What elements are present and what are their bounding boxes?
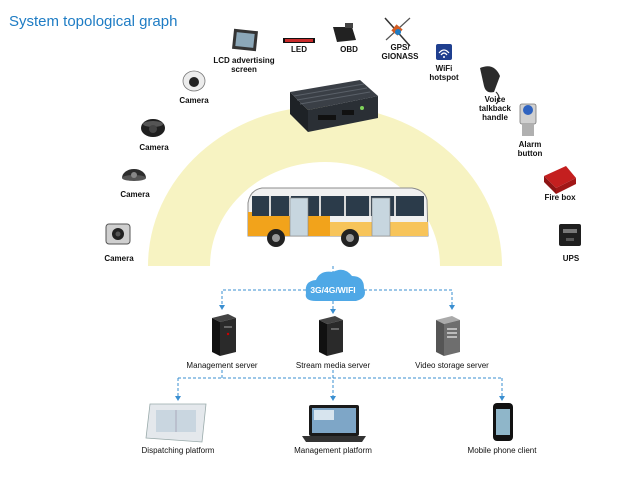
management-platform-icon [302,405,366,442]
client-lines [177,370,503,396]
alarm-button-icon [519,103,537,136]
ups-label: UPS [562,254,580,263]
bus-illustration [247,187,429,247]
page-title: System topological graph [9,13,178,30]
mobile-phone-icon [493,403,513,441]
dispatching-label: Dispatching platform [141,446,215,455]
dome-camera-icon [141,119,165,137]
ups-icon [559,224,581,246]
video-storage-server-icon [436,316,460,356]
stream-media-server-icon [319,316,343,356]
alarm-label: Alarm button [517,140,543,158]
lcd-screen-icon [232,28,258,52]
dome-camera-icon [122,169,146,181]
arrowheads [219,305,455,314]
management-server-icon [212,314,236,356]
lcd-label: LCD advertising screen [213,56,275,74]
arc-band [148,106,502,266]
dome-camera-icon [182,70,206,92]
management-platform-label: Management platform [294,446,372,455]
camera-label: Camera [120,190,150,199]
network-lines [221,266,453,310]
gps-label: GPS/ GIONASS [381,43,419,61]
voice-label: Voice talkback handle [478,95,512,122]
led-label: LED [291,45,307,54]
stream-server-label: Stream media server [295,361,371,370]
dispatching-platform-icon [145,403,207,443]
fire-box-icon [544,166,576,194]
talkback-handle-icon [480,66,500,105]
camera-label: Camera [104,254,134,263]
wifi-label: WiFi hotspot [429,64,459,82]
mobile-client-label: Mobile phone client [467,446,537,455]
management-server-label: Management server [186,361,258,370]
camera-label: Camera [179,96,209,105]
mdvr-device [290,80,378,132]
camera-icon [105,223,131,245]
gps-satellite-icon [384,17,411,47]
wifi-hotspot-icon [436,44,452,60]
storage-server-label: Video storage server [415,361,489,370]
fire-label: Fire box [544,193,576,202]
led-display-icon [283,38,315,43]
network-cloud-icon [305,269,365,301]
client-arrowheads [175,396,505,401]
obd-connector-icon [333,23,356,42]
obd-label: OBD [340,45,358,54]
camera-label: Camera [139,143,169,152]
cloud-label: 3G/4G/WIFI [310,285,355,295]
